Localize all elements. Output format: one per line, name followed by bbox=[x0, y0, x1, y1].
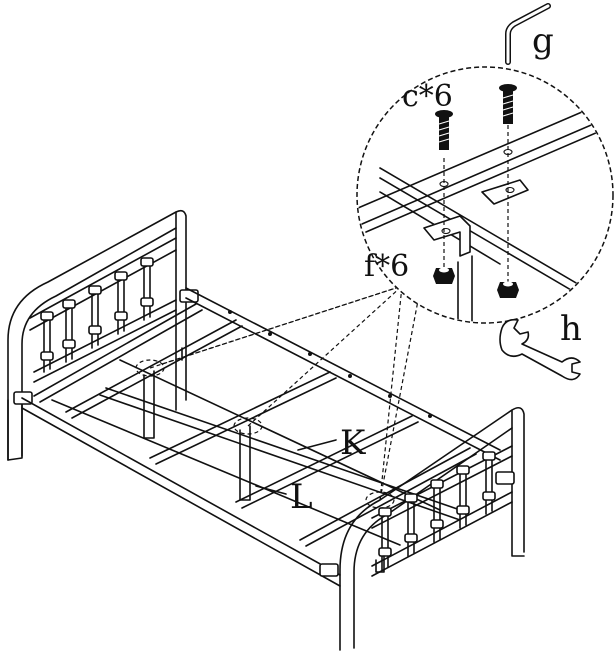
detail-leaders bbox=[149, 285, 421, 501]
wrench-label: h bbox=[560, 309, 582, 349]
nut-icon bbox=[497, 281, 519, 298]
support-leg-label: L bbox=[290, 477, 313, 517]
frame-rails bbox=[21, 287, 501, 587]
joint-marker bbox=[365, 491, 395, 509]
support-legs bbox=[143, 347, 251, 501]
bolt-quantity-label: c*6 bbox=[402, 79, 453, 114]
support-leg-leader bbox=[255, 485, 287, 495]
joint-marker bbox=[135, 359, 165, 377]
footboard bbox=[319, 406, 525, 651]
side-rail-label: K bbox=[340, 423, 366, 463]
side-rail-leader bbox=[297, 439, 337, 451]
allen-key-label: g bbox=[532, 21, 554, 61]
bolt-icon bbox=[499, 84, 517, 124]
headboard bbox=[7, 209, 199, 461]
nut-quantity-label: f*6 bbox=[364, 249, 409, 284]
detail-view bbox=[356, 66, 614, 324]
wrench-icon bbox=[499, 318, 581, 381]
nut-icon bbox=[433, 267, 455, 284]
joint-marker bbox=[233, 417, 263, 435]
allen-key-icon bbox=[505, 3, 551, 65]
bolt-icon bbox=[435, 110, 453, 150]
